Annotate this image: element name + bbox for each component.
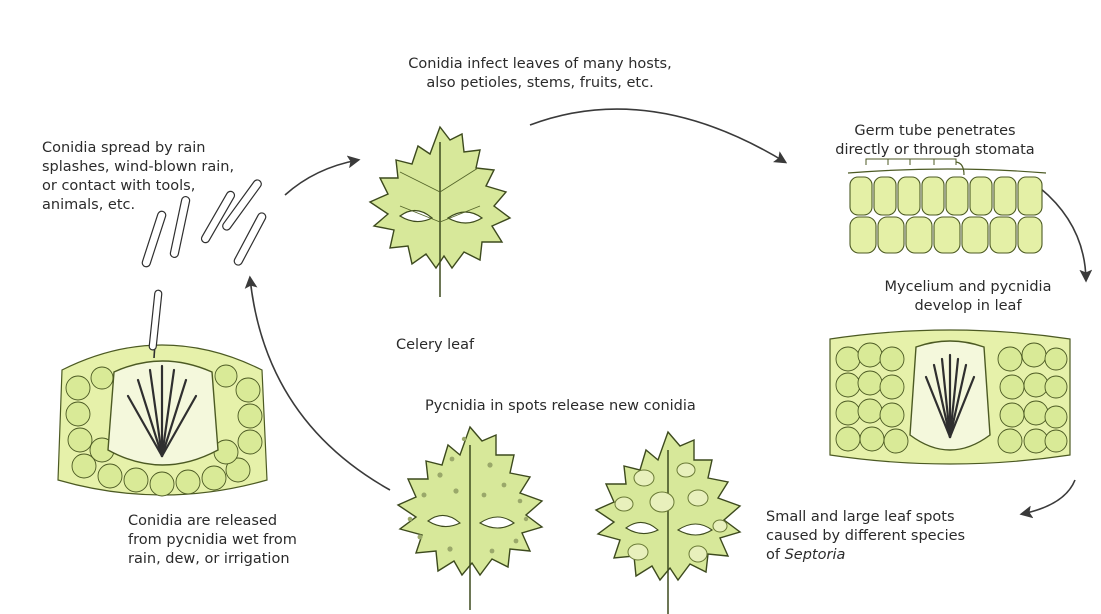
pycnidium-tissue-left — [58, 300, 267, 496]
arrow-germ-to-mycelium — [1040, 188, 1086, 280]
caption-conidia-released: Conidia are released from pycnidia wet f… — [128, 512, 348, 569]
arrow-infect-to-germ — [530, 109, 785, 162]
genus-name: Septoria — [785, 547, 846, 563]
pycnidium-tissue-right — [830, 330, 1070, 464]
caption-celery-leaf: Celery leaf — [396, 336, 516, 355]
caption-mycelium-pycnidia: Mycelium and pycnidia develop in leaf — [858, 278, 1078, 316]
caption-leaf-spots: Small and large leaf spots caused by dif… — [766, 508, 996, 565]
caption-conidia-spread: Conidia spread by rain splashes, wind-bl… — [42, 139, 262, 215]
caption-conidia-infect: Conidia infect leaves of many hosts, als… — [370, 55, 710, 93]
arrow-spots-to-spread — [250, 278, 390, 490]
arrow-mycelium-to-spots — [1022, 480, 1075, 514]
arrow-spread-to-leaf — [285, 160, 358, 195]
caption-pycnidia-release: Pycnidia in spots release new conidia — [425, 397, 745, 416]
germ-tube-tissue — [848, 159, 1046, 253]
spotted-leaf-large-spots — [596, 432, 740, 614]
celery-leaf — [370, 127, 510, 297]
caption-germ-tube: Germ tube penetrates directly or through… — [805, 122, 1065, 160]
spotted-leaf-small-spots — [398, 427, 542, 610]
